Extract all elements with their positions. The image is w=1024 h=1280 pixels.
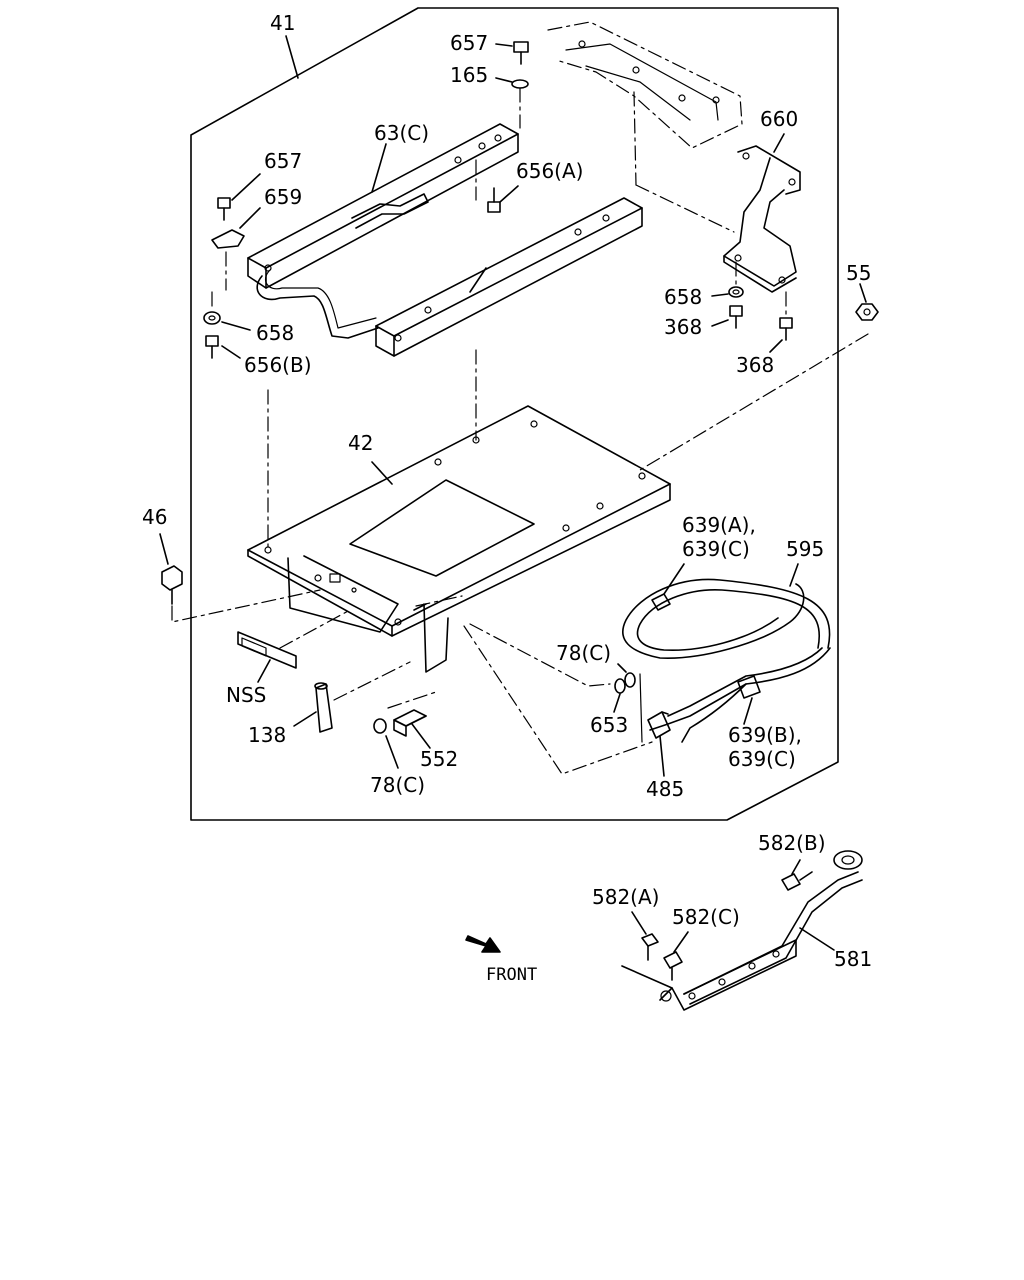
leader-46 [159,533,169,565]
leader-639bc [743,697,753,725]
label-656a: 656(A) [516,159,583,183]
pin-138 [314,682,333,733]
o-ring-78c-upper [624,672,636,688]
leader-595 [789,563,799,587]
label-660: 660 [760,107,798,131]
bolt-656a [487,187,501,213]
bracket-581 [621,850,863,1011]
label-639bc-line2: 639(C) [728,747,796,771]
label-656b: 656(B) [244,353,312,377]
label-138: 138 [248,723,286,747]
bracket-660 [723,145,801,293]
label-55: 55 [846,261,871,285]
bolt-657-left [217,197,231,221]
leader-41 [285,35,299,79]
leader-660 [773,133,785,153]
front-arrow-icon [465,935,501,953]
clip-639ac [651,593,671,611]
leader-656a [499,185,519,203]
label-639ac-line2: 639(C) [682,537,750,561]
leader-78c-lower [385,735,399,769]
o-ring-653 [614,678,626,694]
leader-42 [371,461,393,485]
plate-659 [211,229,245,249]
label-595: 595 [786,537,824,561]
label-368-b: 368 [736,353,774,377]
leader-55 [859,283,867,303]
label-46: 46 [142,505,167,529]
label-plate-nss [237,631,297,669]
leader-658-left [221,321,251,331]
label-659: 659 [264,185,302,209]
bolt-657-top [513,41,529,65]
o-ring-78c-lower [373,718,387,734]
label-552: 552 [420,747,458,771]
label-582a: 582(A) [592,885,659,909]
connector-485 [647,711,671,739]
leader-368-b [769,339,783,353]
label-368-a: 368 [664,315,702,339]
label-582c: 582(C) [672,905,740,929]
label-78c-upper: 78(C) [556,641,611,665]
bolt-368-a [729,305,743,329]
leader-nss [257,659,271,683]
leader-582a [631,911,647,935]
label-63c: 63(C) [374,121,429,145]
clip-639bc [737,675,761,699]
leader-581 [799,927,835,951]
bolt-46 [161,565,183,605]
label-639ac-line1: 639(A), [682,513,756,537]
label-581: 581 [834,947,872,971]
label-165: 165 [450,63,488,87]
label-657-top: 657 [450,31,488,55]
leader-659 [239,207,261,229]
label-582b: 582(B) [758,831,826,855]
leader-485 [659,735,665,777]
label-485: 485 [646,777,684,801]
label-657-left: 657 [264,149,302,173]
label-78c-lower: 78(C) [370,773,425,797]
bolt-656b [205,335,219,359]
leader-78c-upper [617,663,627,673]
leader-165 [495,77,513,83]
label-658-right: 658 [664,285,702,309]
washer-658-right [728,286,744,298]
leader-639ac [663,563,685,595]
bolt-582c [663,951,683,981]
fitting-552 [393,709,427,737]
label-nss: NSS [226,683,266,707]
hose-595 [622,578,831,743]
label-41: 41 [270,11,295,35]
leader-63c [371,143,387,193]
leader-552 [411,723,431,749]
base-plate-42 [247,405,671,673]
leader-138 [293,711,317,727]
leader-368-a [711,319,729,327]
vehicle-frame [547,21,743,233]
leader-656b [221,345,241,359]
rail-tie-bar [256,275,379,339]
label-658-left: 658 [256,321,294,345]
leader-658-right [711,293,729,297]
leader-653 [613,693,621,713]
bolt-368-b [779,317,793,341]
washer-658-left [203,311,221,325]
bolt-582a [641,933,659,961]
label-653: 653 [590,713,628,737]
assembly-boundary-41 [190,7,839,821]
leader-582c [673,931,689,953]
leader-582b [791,859,801,875]
leader-657-top [495,43,513,47]
bolt-582b [781,871,813,891]
washer-165 [511,79,529,89]
label-42: 42 [348,431,373,455]
seat-rail-lower [375,197,643,357]
leader-657-left [231,173,261,201]
seat-rail-63c [247,123,519,289]
nut-55 [855,303,879,321]
front-label: FRONT [486,965,537,985]
label-639bc-line1: 639(B), [728,723,802,747]
